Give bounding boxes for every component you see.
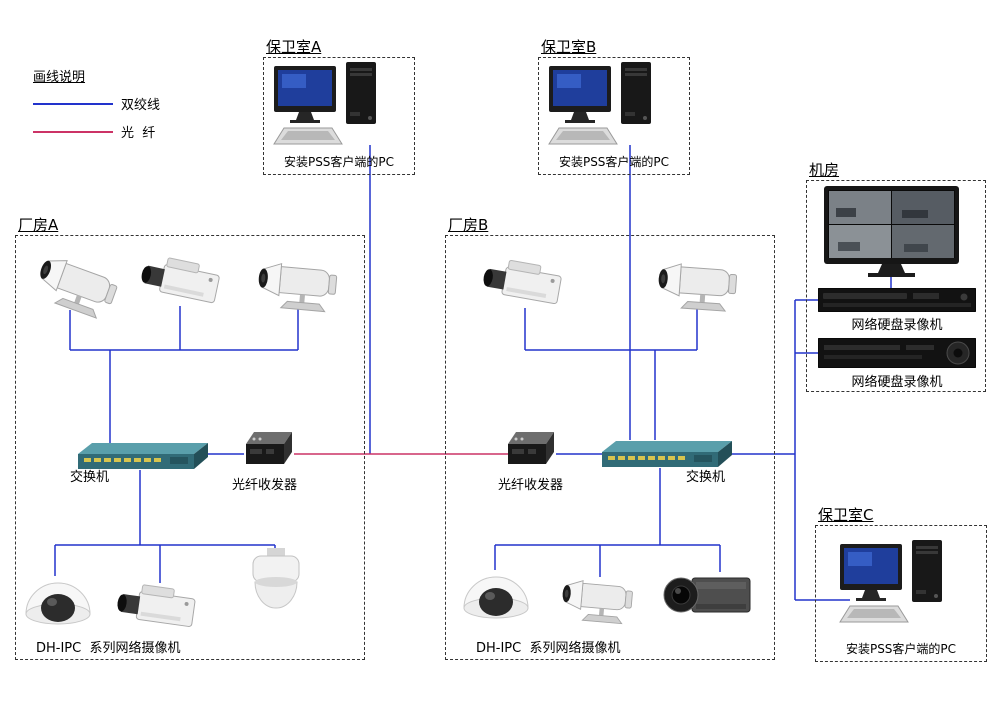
factory-b-cameras-label: DH-IPC 系列网络摄像机 <box>476 641 621 656</box>
factory-b-network-switch <box>602 440 732 468</box>
factory-b-fiber-transceiver <box>506 428 556 468</box>
guard-room-b-pc-caption: 安装PSS客户端的PC <box>558 155 670 169</box>
server-room-nvr-2 <box>818 338 976 368</box>
guard-room-a-pc-caption: 安装PSS客户端的PC <box>283 155 395 169</box>
factory-b-title: 厂房B <box>448 216 489 234</box>
factory-a-bullet-camera-2 <box>244 250 349 316</box>
nvr-1-label: 网络硬盘录像机 <box>851 318 943 333</box>
legend-label-twisted-pair: 双绞线 <box>121 98 161 113</box>
legend: 画线说明 双绞线 光 纤 <box>33 66 160 150</box>
server-room-title: 机房 <box>809 161 840 179</box>
server-room-box: 机房 <box>806 161 986 392</box>
server-room-nvr-1 <box>818 288 976 312</box>
legend-row-twisted-pair: 双绞线 <box>33 94 160 113</box>
guard-room-a-pc-workstation <box>272 62 402 150</box>
factory-b-switch-label: 交换机 <box>686 470 726 485</box>
factory-a-ptz-camera <box>240 548 312 630</box>
guard-room-b-pc-workstation <box>547 62 677 150</box>
factory-a-dome-camera <box>22 570 94 628</box>
factory-a-transceiver-label: 光纤收发器 <box>232 478 298 493</box>
guard-room-b-box: 保卫室B 安装PSS客户端的PC <box>538 38 690 175</box>
factory-b-bullet-camera-2 <box>548 568 644 628</box>
factory-b-biglens-camera <box>658 566 754 624</box>
guard-room-c-pc-caption: 安装PSS客户端的PC <box>845 642 957 656</box>
guard-room-c-pc-workstation <box>838 540 968 628</box>
server-room-cctv-monitor <box>824 186 959 281</box>
guard-room-c-title: 保卫室C <box>818 506 874 524</box>
fiber-line-sample <box>33 130 113 133</box>
guard-room-a-box: 保卫室A 安装PSS客户端的PC <box>263 38 415 175</box>
factory-b-transceiver-label: 光纤收发器 <box>498 478 564 493</box>
factory-a-cameras-label: DH-IPC 系列网络摄像机 <box>36 641 181 656</box>
guard-room-a-title: 保卫室A <box>266 38 322 56</box>
legend-label-fiber: 光 纤 <box>121 126 156 141</box>
legend-row-fiber: 光 纤 <box>33 122 160 141</box>
factory-b-box: 厂房B <box>445 216 775 660</box>
legend-title: 画线说明 <box>33 70 86 85</box>
factory-a-switch-label: 交换机 <box>70 470 110 485</box>
guard-room-b-title: 保卫室B <box>541 38 597 56</box>
factory-b-dome-camera <box>460 564 532 622</box>
factory-a-fiber-transceiver <box>244 428 294 468</box>
factory-a-box: 厂房A <box>15 216 365 660</box>
twisted-pair-line-sample <box>33 102 113 105</box>
nvr-2-label: 网络硬盘录像机 <box>851 375 943 390</box>
factory-a-title: 厂房A <box>18 216 59 234</box>
factory-b-bullet-camera-1 <box>644 251 748 316</box>
guard-room-c-box: 保卫室C 安装PSS客户端的PC <box>815 506 987 662</box>
